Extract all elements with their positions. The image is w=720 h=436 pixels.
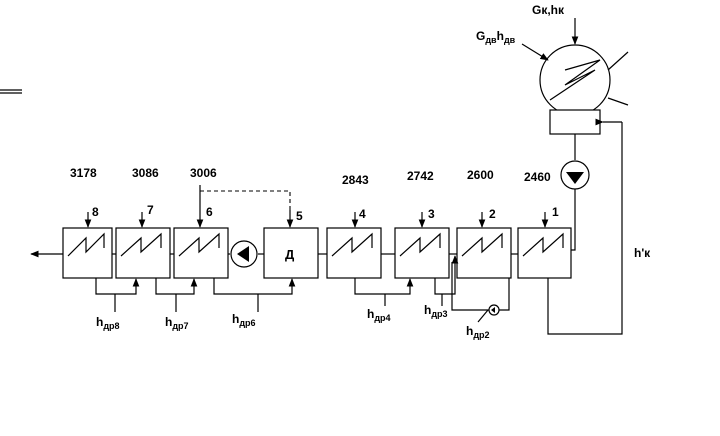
extraction-number-5: 5 [296,209,303,223]
condenser [539,44,629,135]
extraction-number-8: 8 [92,205,99,219]
drain-label-8: hдр8 [96,315,120,331]
drain-label-6: hдр6 [232,312,256,328]
extraction-number-4: 4 [359,207,366,221]
air-removal-label: Gдвhдв [476,29,516,45]
extraction-arrows [84,185,549,228]
extraction-number-6: 6 [206,205,213,219]
extraction-enthalpy-4: 2843 [342,173,369,187]
extraction-number-3: 3 [428,207,435,221]
drain-4-3 [354,278,414,306]
feed-pump [230,240,258,268]
deaerator [263,227,319,279]
drain-2-pump [451,262,510,323]
extraction-enthalpy-1: 2460 [524,170,551,184]
drain-label-2: hдр2 [466,324,490,340]
heater-8 [62,227,113,279]
heater-6 [173,227,229,279]
drain-8-7 [95,278,140,312]
extraction-number-2: 2 [489,207,496,221]
extraction-enthalpy-3: 2742 [407,169,434,183]
air-removal-arrow [521,43,549,61]
heater-1 [517,227,572,279]
heater-4 [326,227,382,279]
heater-7 [115,227,171,279]
condensate-flow-label: Gк,hк [532,3,565,17]
deaerator-label: Д [285,247,295,262]
condensate-pump [560,134,590,251]
extraction-enthalpy-8: 3178 [70,166,97,180]
heater-3 [394,227,450,279]
extraction-number-1: 1 [552,205,559,219]
extraction-enthalpy-2: 2600 [467,168,494,182]
drain-3-2 [434,255,459,306]
edge-mark [0,89,22,94]
condensate-return-line [547,118,623,335]
condensate-return-label: h'к [634,246,651,260]
heater-2 [456,227,512,279]
extraction-enthalpy-7: 3086 [132,166,159,180]
drain-label-7: hдр7 [165,315,189,331]
drain-label-4: hдр4 [367,307,391,323]
extraction-enthalpy-6: 3006 [190,166,217,180]
extraction-number-7: 7 [147,203,154,217]
drain-7-6 [155,278,198,312]
extraction-6-to-deaerator [200,190,291,210]
drain-6-deaerator [213,278,296,312]
drain-label-3: hдр3 [424,303,448,319]
